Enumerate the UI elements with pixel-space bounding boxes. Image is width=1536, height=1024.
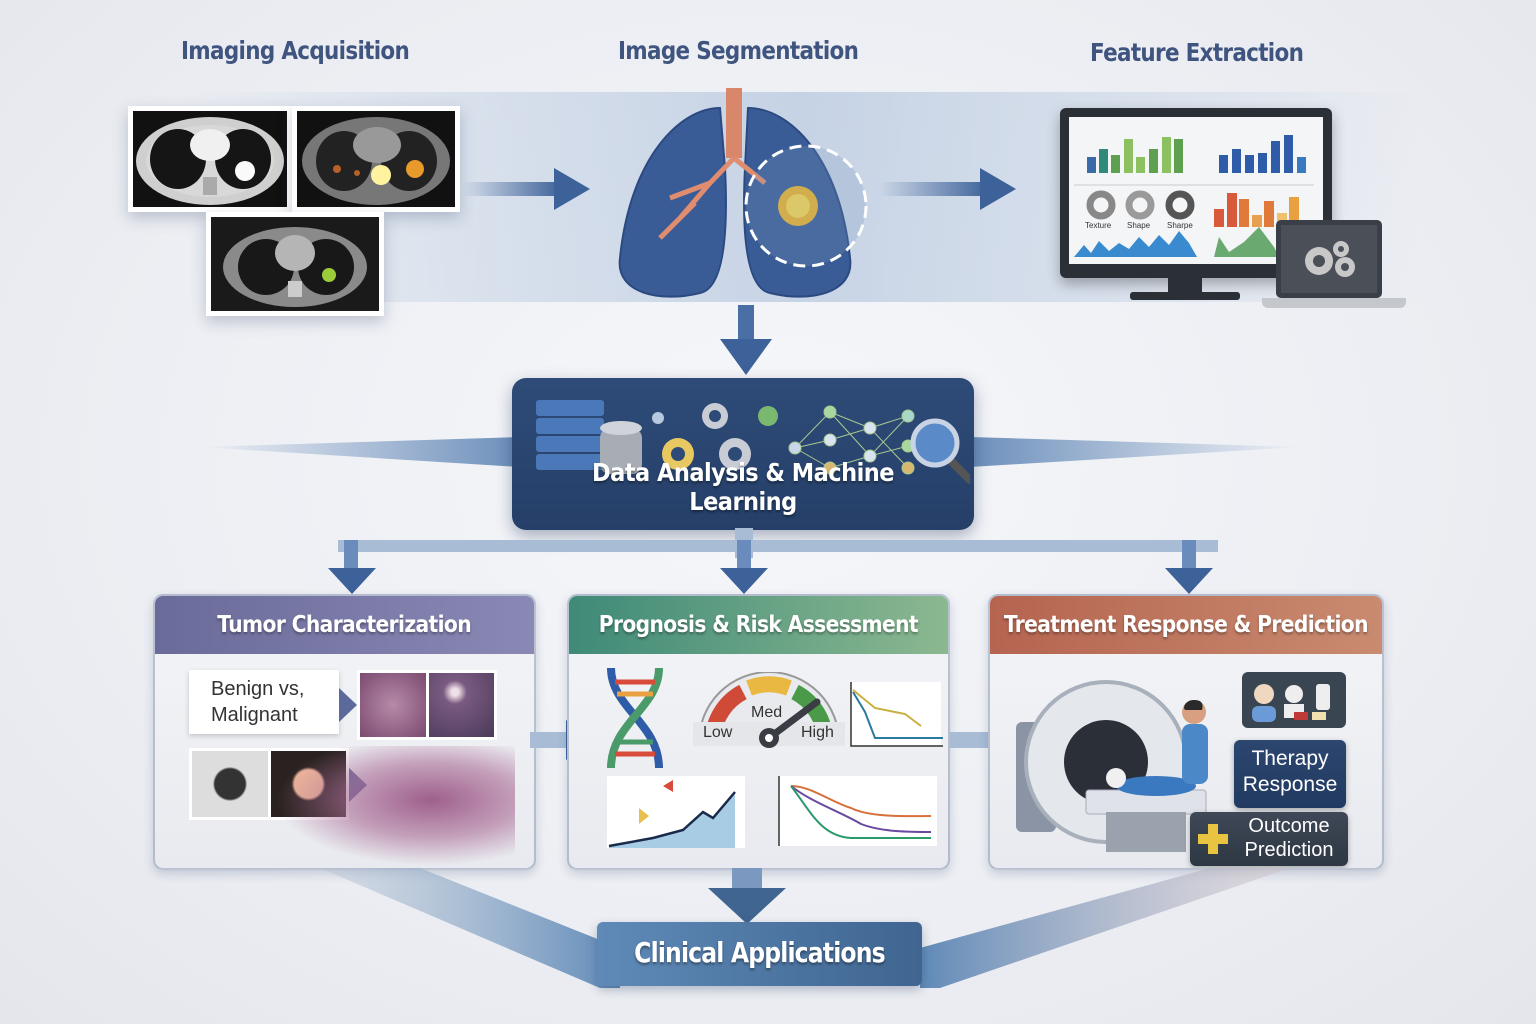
arrow-to-clinical: [708, 888, 786, 924]
panel-prognosis-risk: Prognosis & Risk Assessment Low Med High: [567, 594, 950, 870]
therapy-response-label: Therapy Response: [1234, 740, 1346, 808]
tissue-cells-illustration: [275, 746, 515, 866]
stage-title-feature-extraction: Feature Extraction: [1090, 38, 1304, 67]
dna-icon: [607, 668, 663, 768]
monitor-stand: [1130, 292, 1240, 300]
arrow-segmentation-to-extraction: [880, 168, 1016, 210]
panel-tumor-characterization: Tumor Characterization Benign vs, Malign…: [153, 594, 536, 870]
clinical-applications-box: Clinical Applications: [597, 922, 922, 986]
magnifying-glass-icon: [910, 418, 970, 484]
feature-monitor: Texture Shape Sharpe: [1060, 108, 1332, 278]
ct-scanner-illustration: [1016, 680, 1208, 852]
benign-vs-malignant-label: Benign vs, Malignant: [189, 670, 339, 734]
arrow-to-prognosis: [720, 540, 768, 594]
gauge-label-low: Low: [703, 724, 733, 741]
survival-chart-small: [850, 682, 943, 747]
gauge-label-high: High: [801, 724, 834, 741]
panel-header-prognosis: Prognosis & Risk Assessment: [569, 596, 948, 654]
branch-arrows-to-panels: [328, 528, 1218, 594]
database-server-icon: [536, 400, 642, 474]
panel-header-treatment: Treatment Response & Prediction: [990, 596, 1382, 654]
neural-network-icon: [788, 405, 915, 475]
plus-icon: [1198, 824, 1228, 854]
gears-icon: [1305, 241, 1355, 277]
outcome-prediction-label: Outcome Prediction: [1190, 812, 1348, 866]
ml-label: Data Analysis & Machine Learning: [592, 458, 894, 516]
bar-chart-blue: [1219, 135, 1306, 173]
panel-header-tumor: Tumor Characterization: [155, 596, 534, 654]
stage-title-imaging-acquisition: Imaging Acquisition: [181, 36, 410, 65]
laptop: [1276, 220, 1382, 298]
growth-chart: [607, 776, 745, 848]
gauge-label-med: Med: [751, 704, 783, 721]
arrow-right-icon: [339, 688, 357, 722]
monitor-screen: Texture Shape Sharpe: [1069, 117, 1323, 264]
arrow-to-tumor: [328, 540, 376, 594]
ml-wing-right: [970, 437, 1300, 467]
lung-segmentation-illustration: [618, 88, 868, 298]
arrow-to-treatment: [1165, 540, 1213, 594]
donut-label-shape: Shape: [1127, 221, 1151, 230]
donut-label-texture: Texture: [1085, 221, 1112, 230]
gauge-med-segment: [746, 676, 792, 696]
arrow-acquisition-to-segmentation: [462, 168, 590, 210]
trachea: [726, 88, 742, 158]
clinical-applications-label: Clinical Applications: [634, 936, 885, 969]
ml-wing-left: [200, 437, 520, 467]
arrow-down-to-ml: [720, 305, 772, 375]
monitor-neck: [1168, 278, 1202, 294]
pet-ct-scan-image: [292, 106, 460, 212]
data-analysis-ml-box: Data Analysis & Machine Learning: [512, 378, 974, 530]
histology-images: [357, 670, 497, 740]
kaplan-meier-chart: [778, 776, 937, 846]
bar-chart-green: [1087, 137, 1183, 173]
area-chart: [1214, 227, 1279, 257]
donut-label-sharpe: Sharpe: [1167, 221, 1193, 230]
panel-treatment-response: Treatment Response & Prediction Therapy …: [988, 594, 1384, 870]
band-from-treatment: [920, 868, 1290, 988]
ct-scan-image-1: [128, 106, 292, 212]
donut-charts: [1086, 190, 1195, 220]
medical-staff-icon-panel: [1242, 672, 1346, 728]
risk-gauge: [693, 672, 845, 748]
band-from-tumor: [320, 868, 620, 988]
left-lung: [618, 106, 727, 298]
spectrum-chart: [1074, 231, 1197, 257]
segmentation-circle: [744, 144, 868, 268]
stage-title-image-segmentation: Image Segmentation: [618, 36, 859, 65]
ct-scan-image-2: [206, 212, 384, 316]
laptop-base: [1262, 298, 1406, 308]
gears-icon: [652, 403, 778, 470]
converging-arrows-to-clinical: [320, 868, 1290, 988]
technician-figure: [1182, 700, 1208, 784]
